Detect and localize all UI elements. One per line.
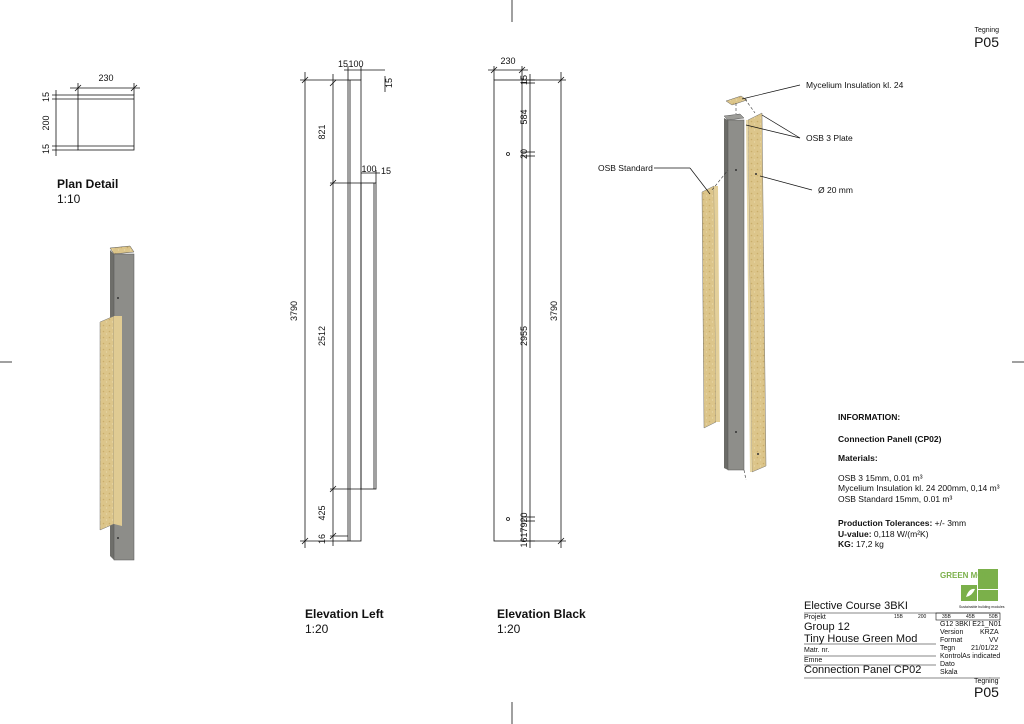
information-panel: INFORMATION: Connection Panell (CP02) Ma… <box>838 412 1018 550</box>
elevation-left-scale: 1:20 <box>305 622 329 636</box>
spacer <box>838 444 1018 453</box>
tb-tegn-label: Tegn <box>940 645 956 652</box>
green-mod-logo <box>961 569 998 601</box>
info-tolerances-label: Production Tolerances: <box>838 518 933 528</box>
callout-osb3: OSB 3 Plate <box>806 133 853 143</box>
panel-3d-small <box>99 245 135 561</box>
elev-black-dim-3: 20 <box>519 149 529 159</box>
tb-scale-bar-2: 200 <box>918 614 927 620</box>
elevation-black-drawing <box>488 66 566 548</box>
plan-dim-bottom: 15 <box>41 144 51 154</box>
info-kg-value: 17,2 kg <box>853 539 884 549</box>
plan-dim-width: 230 <box>98 73 113 83</box>
elev-left-dim-2: 100 <box>348 59 363 69</box>
callout-leaders <box>654 84 813 195</box>
logo-text: GREEN MOD <box>940 571 990 580</box>
plan-detail-title: Plan Detail <box>57 177 118 191</box>
elevation-left-title: Elevation Left <box>305 607 384 621</box>
info-kg: KG: 17,2 kg <box>838 539 1018 550</box>
tb-scale-bar-3: 35B <box>942 614 951 620</box>
sheet-number-label: Tegning <box>974 27 999 34</box>
tb-tegning-label: Tegning <box>974 678 999 685</box>
info-material-1: OSB 3 15mm, 0.01 m³ <box>838 472 923 483</box>
info-uvalue-value: 0,118 W/(m²K) <box>871 528 929 539</box>
elev-left-dim-7: 2512 <box>317 326 327 346</box>
elev-black-dim-2: 584 <box>519 109 529 124</box>
elevation-black-title: Elevation Black <box>497 607 586 621</box>
tb-version-label: Version <box>940 629 964 636</box>
spacer <box>838 423 1018 434</box>
plan-detail-drawing <box>52 83 140 156</box>
info-material-2: Mycelium Insulation kl. 24 200mm, 0,14 m… <box>838 483 1000 493</box>
elev-left-dim-6: 15 <box>381 166 391 176</box>
info-material-3: OSB Standard 15mm, 0.01 m³ <box>838 493 953 504</box>
elev-left-dim-1: 15 <box>338 59 348 69</box>
elev-left-dim-9: 16 <box>317 534 327 544</box>
tb-group: Group 12 <box>804 621 850 633</box>
tb-format-label: Format <box>940 637 963 644</box>
tb-dato-label: Dato <box>940 661 955 668</box>
plan-dim-middle: 200 <box>41 115 51 130</box>
tb-projekt-label: Projekt <box>804 614 826 621</box>
elev-left-dim-4: 821 <box>317 124 327 139</box>
tb-drawing-id: G12 3BKI E21_N01 <box>940 621 1002 628</box>
tb-emne-label: Emne <box>804 657 823 664</box>
tb-format-value: VV <box>989 637 999 644</box>
elev-black-dim-width: 230 <box>500 56 515 66</box>
elev-black-dim-overall: 3790 <box>549 301 559 321</box>
info-materials-heading: Materials: <box>838 453 878 463</box>
tb-subject: Connection Panel CP02 <box>804 664 922 676</box>
elev-left-dim-5: 100 <box>361 164 376 174</box>
tb-scale-bar-5: 50B <box>989 614 998 620</box>
elevation-left-drawing <box>300 66 386 548</box>
callout-hole: Ø 20 mm <box>818 185 853 195</box>
callout-mycelium: Mycelium Insulation kl. 24 <box>806 80 904 90</box>
tb-matr-label: Matr. nr. <box>804 647 830 654</box>
sheet-number: P05 <box>974 34 999 50</box>
spacer <box>838 464 1018 473</box>
info-uvalue: U-value: 0,118 W/(m²K) <box>838 529 1018 540</box>
tb-tegn-value: 21/01/22 <box>971 645 999 652</box>
elev-left-dim-3: 15 <box>384 78 394 88</box>
elev-black-dim-1: 15 <box>519 75 529 85</box>
elev-left-dim-overall: 3790 <box>289 301 299 321</box>
tb-tegning-value: P05 <box>974 684 999 700</box>
tb-kontrol-label: KontrolAs indicated <box>940 653 1001 660</box>
plan-detail-scale: 1:10 <box>57 192 81 206</box>
info-tolerances-value: +/- 3mm <box>932 518 967 528</box>
plan-dim-top: 15 <box>41 92 51 102</box>
elevation-black-scale: 1:20 <box>497 622 521 636</box>
tb-project: Tiny House Green Mod <box>804 633 918 645</box>
elev-black-dim-4: 2955 <box>519 326 529 346</box>
title-block-frame <box>804 612 1001 679</box>
elev-black-dim-bottom: 1617920 <box>519 512 529 547</box>
info-kg-label: KG: <box>838 539 854 549</box>
elev-left-dim-8: 425 <box>317 505 327 520</box>
spacer <box>838 504 1018 518</box>
tb-course: Elective Course 3BKI <box>804 600 908 612</box>
tb-skala-label: Skala <box>940 669 958 676</box>
info-heading: INFORMATION: <box>838 412 901 422</box>
callout-osb-standard: OSB Standard <box>598 163 653 173</box>
info-tolerances: Production Tolerances: +/- 3mm <box>838 518 1018 529</box>
info-uvalue-label: U-value: <box>838 528 872 539</box>
logo-subtext: Sustainable building modules <box>959 605 1005 609</box>
exploded-3d-view <box>701 95 767 481</box>
info-panel-name: Connection Panell (CP02) <box>838 433 942 444</box>
tb-scale-bar-4: 45B <box>966 614 975 620</box>
tb-version-value: KRZA <box>980 629 999 636</box>
tb-scale-bar-1: 15B <box>894 614 903 620</box>
